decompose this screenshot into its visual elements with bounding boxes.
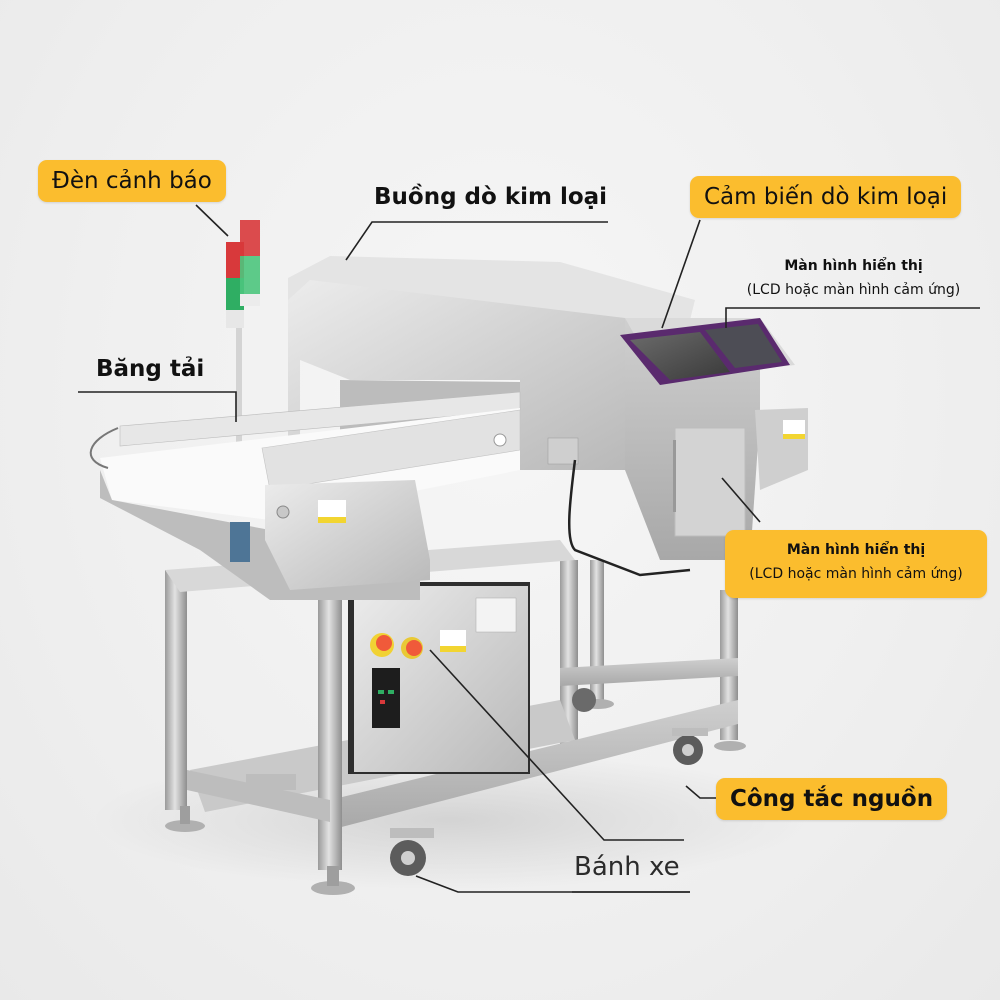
callout-metal-sensor: Cảm biến dò kim loại xyxy=(690,176,962,218)
power-switch-button xyxy=(406,640,422,656)
callout-display-side: Màn hình hiển thị (LCD hoặc màn hình cảm… xyxy=(725,530,987,598)
warning-light-tower xyxy=(226,220,260,500)
callout-text: Đèn cảnh báo xyxy=(52,168,212,194)
callout-text: Cảm biến dò kim loại xyxy=(704,184,948,210)
display-screen xyxy=(630,332,730,380)
callout-wheels: Bánh xe xyxy=(574,852,680,882)
control-keypad xyxy=(372,668,400,728)
callout-subtitle: (LCD hoặc màn hình cảm ứng) xyxy=(746,282,961,298)
callout-display-top: Màn hình hiển thị (LCD hoặc màn hình cảm… xyxy=(726,254,981,302)
callout-subtitle: (LCD hoặc màn hình cảm ứng) xyxy=(749,566,963,582)
callout-text: Bánh xe xyxy=(574,852,680,882)
callout-title: Màn hình hiển thị xyxy=(786,542,926,558)
callout-text: Băng tải xyxy=(96,356,205,382)
callout-detection-chamber: Buồng dò kim loại xyxy=(374,184,607,210)
leader-lines xyxy=(78,204,980,893)
callout-title: Màn hình hiển thị xyxy=(784,258,923,274)
control-box xyxy=(348,582,530,774)
callout-warning-light: Đèn cảnh báo xyxy=(38,160,226,202)
estop-button xyxy=(376,635,392,651)
callout-text: Công tắc nguồn xyxy=(730,786,934,812)
caster-wheels xyxy=(246,688,708,876)
conveyor-motor xyxy=(230,522,250,562)
callout-conveyor-belt: Băng tải xyxy=(96,356,204,382)
conveyor-belt xyxy=(89,391,521,600)
callout-text: Buồng dò kim loại xyxy=(374,184,608,210)
callout-power-switch: Công tắc nguồn xyxy=(716,778,948,820)
